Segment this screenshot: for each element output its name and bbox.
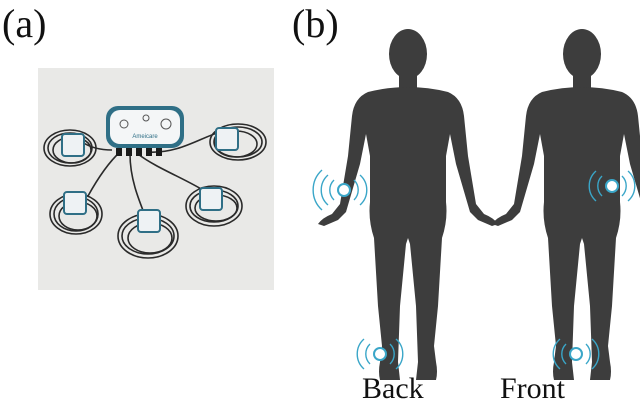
back-figure: [318, 29, 498, 380]
ankle-sensor-back: [356, 338, 404, 370]
device-brand-text: Ameicare: [132, 134, 158, 140]
panel-label-b: (b): [292, 1, 339, 46]
body-silhouettes: [312, 29, 640, 380]
panel-label-a: (a): [2, 1, 47, 46]
ankle-sensor-front: [552, 338, 600, 370]
caption-back: Back: [362, 372, 424, 405]
front-figure: [492, 29, 640, 380]
sensor-boxes: [61, 127, 239, 233]
hub-unit: Ameicare: [106, 106, 184, 156]
wrist-sensor-front: [588, 170, 636, 202]
wrist-sensor-back: [312, 169, 368, 211]
sensor-device-photo: Ameicare: [38, 68, 274, 290]
caption-front: Front: [500, 372, 566, 405]
